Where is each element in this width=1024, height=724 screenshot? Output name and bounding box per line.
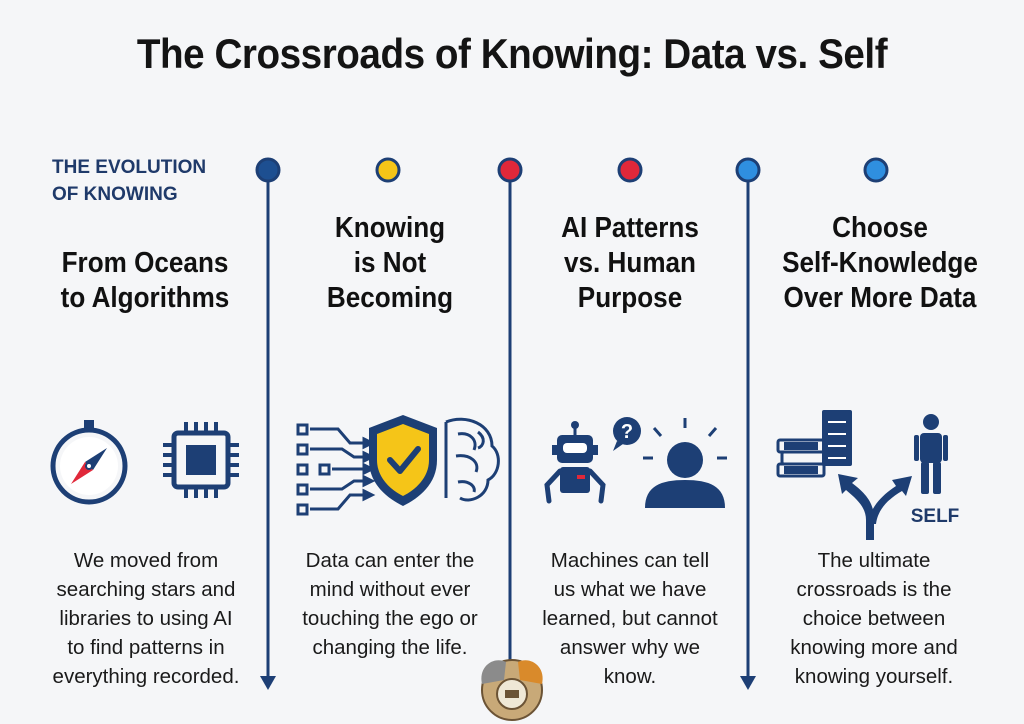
section-label: THE EVOLUTION OF KNOWING [52,157,207,205]
brain-icon [444,417,500,502]
person-icon [914,414,948,494]
column-4-text: The ultimate crossroads is the choice be… [790,549,958,688]
human-head-icon [643,418,727,508]
timeline-dot-5 [735,157,761,183]
self-label: SELF [910,506,960,527]
timeline-dot-4 [617,157,643,183]
timeline-dot-6 [863,157,889,183]
column-2-heading: Knowing is Not Becoming [326,212,454,314]
timeline-line-3 [740,172,756,690]
compass-icon [50,420,128,505]
column-3-heading: AI Patterns vs. Human Purpose [561,212,699,314]
shield-check-icon [369,415,437,506]
microchip-icon [163,422,239,498]
timeline-line-1 [260,172,276,690]
column-2-text: Data can enter the mind without ever tou… [302,549,478,659]
column-1-text: We moved from searching stars and librar… [52,549,240,688]
tiger-seal-logo [481,659,543,721]
svg-text:?: ? [621,421,633,443]
robot-question-icon: ? [544,417,641,504]
timeline-dot-1 [255,157,281,183]
column-4-heading: Choose Self-Knowledge Over More Data [782,212,978,314]
data-flow-icon [296,423,376,516]
timeline-dot-2 [375,157,401,183]
timeline-dot-3 [497,157,523,183]
books-server-icon [776,410,852,478]
column-3-text: Machines can tell us what we have learne… [542,549,718,688]
column-1-heading: From Oceans to Algorithms [60,247,230,314]
fork-arrow-icon [838,474,912,540]
page-title: The Crossroads of Knowing: Data vs. Self [136,30,888,77]
